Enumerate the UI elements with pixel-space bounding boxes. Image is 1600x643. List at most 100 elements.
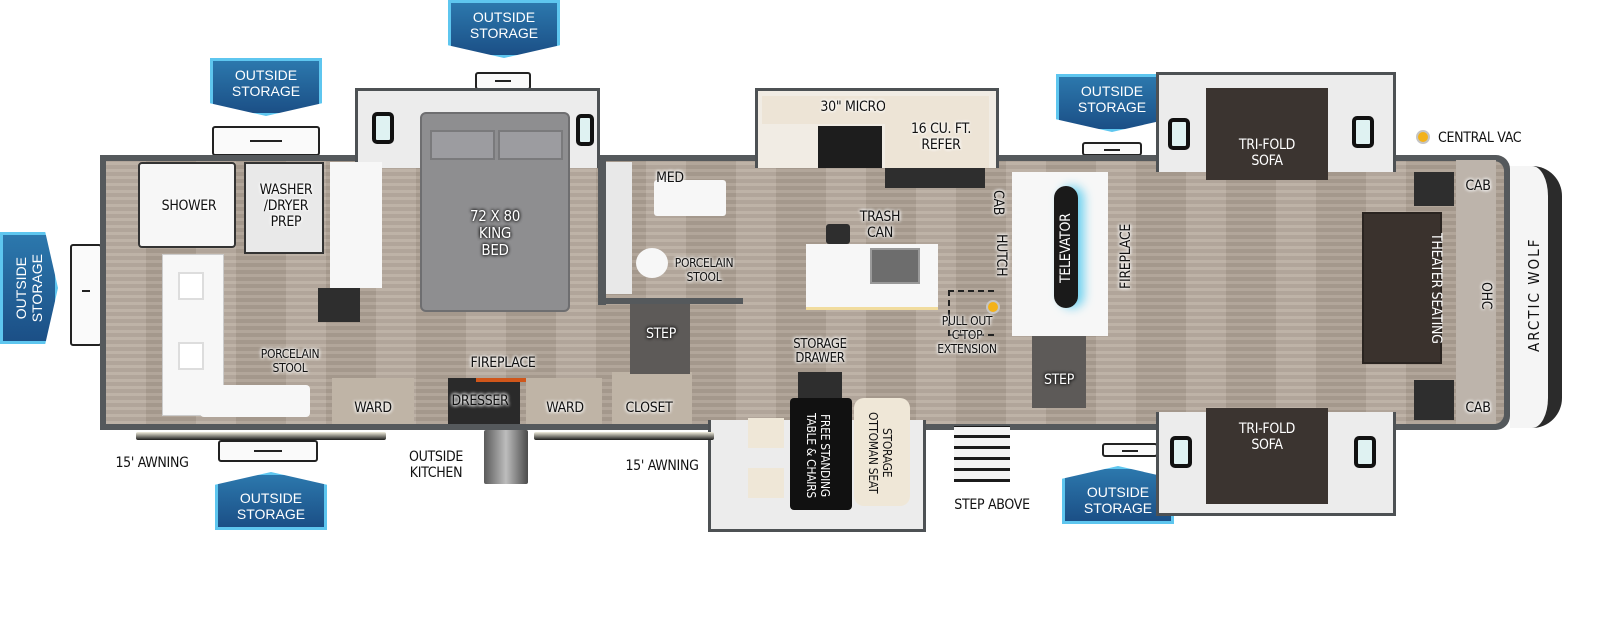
trash-can [826,224,850,244]
tri-fold-sofa-bottom [1206,408,1328,504]
storage-hatch-left [70,244,102,346]
micro-label: 30" MICRO [820,99,886,115]
cab-kitchen-label: CAB [990,190,1006,216]
fireplace-living-label: FIREPLACE [1118,223,1134,289]
outside-storage-badge-top-right: OUTSIDE STORAGE [1056,74,1168,132]
outside-storage-label-left: OUTSIDE STORAGE [13,253,45,323]
step-living [1032,336,1086,408]
storage-drawer-label: STORAGE DRAWER [793,337,847,366]
theater-seating [1362,212,1442,364]
brand-logo: ARCTIC WOLF [1525,237,1543,353]
wardrobe-left [332,378,414,424]
island-sink [870,248,920,284]
cab-bottom-label: CAB [1465,400,1491,416]
washer-dryer-prep [244,162,324,254]
rear-stool-label: PORCELAIN STOOL [260,347,320,375]
med-cabinet-sink [654,180,726,216]
pullout-label: PULL OUT C'TOP EXTENSION [937,314,997,356]
window-sofa-bottom-right [1354,436,1376,468]
step-living-label: STEP [1043,372,1075,388]
entry-steps [954,426,1010,482]
shower [138,162,236,248]
refer-label: 16 CU. FT. REFER [910,121,972,153]
window-sofa-top-left [1168,118,1190,150]
cabinet-bottom [1414,380,1454,420]
televator-label: TELEVATOR [1058,213,1074,283]
outside-storage-badge-bottom-right: OUTSIDE STORAGE [1062,466,1174,524]
window-bedroom-left [372,112,394,144]
pullout-countertop-outline [948,290,994,336]
step-above-label: STEP ABOVE [954,497,1030,513]
ward-right-label: WARD [546,400,584,416]
mid-bath-panel [606,162,632,294]
nightstand-left [318,288,360,322]
pullout-marker-dot [986,300,1000,314]
awning-left-label: 15' AWNING [115,455,189,471]
dresser [448,378,520,424]
storage-hatch-top-right [1082,142,1142,156]
chair-2 [748,468,784,498]
outside-storage-badge-top-left: OUTSIDE STORAGE [210,58,322,116]
closet-label: CLOSET [625,400,673,416]
range-cooktop [818,126,882,168]
ward-left-label: WARD [354,400,392,416]
mid-bath-wall-bottom [598,298,743,304]
mid-stool-label: PORCELAIN STOOL [674,256,734,284]
outside-kitchen-label: OUTSIDE KITCHEN [408,449,464,481]
chair-1 [748,418,784,448]
storage-drawer [798,372,842,398]
microwave-counter [762,96,890,124]
pillow-left [430,130,495,160]
closet [612,372,692,424]
cabinet-top [1414,172,1454,206]
sofa-bottom-label: TRI-FOLD SOFA [1238,421,1296,453]
table-chairs-label: FREE STANDING TABLE & CHAIRS [804,412,832,498]
outside-storage-badge-bottom-left: OUTSIDE STORAGE [215,472,327,530]
toilet-mid [636,248,668,278]
televator-unit [1054,186,1078,308]
fireplace-bedroom-label: FIREPLACE [470,355,536,371]
nose-cap [1510,166,1562,428]
central-vac-label: CENTRAL VAC [1438,130,1522,146]
refrigerator-base [885,168,985,188]
mid-bath-wall [598,160,606,305]
wardrobe-bedside-left [330,162,382,288]
ottoman-label: STORAGE OTTOMAN SEAT [866,412,894,494]
shower-label: SHOWER [161,198,217,214]
awning-right-label: 15' AWNING [625,458,699,474]
sink-icon-1 [178,272,204,300]
washer-dryer-label: WASHER /DRYER PREP [259,182,313,230]
cab-top-label: CAB [1465,178,1491,194]
central-vac-icon [1416,130,1430,144]
window-sofa-bottom-left [1170,436,1192,468]
bed-label: 72 X 80 KING BED [469,207,521,259]
storage-hatch-bottom-right [1102,443,1158,457]
outside-storage-badge-top-center: OUTSIDE STORAGE [448,0,560,58]
window-sofa-top-right [1352,116,1374,148]
outside-storage-badge-left: OUTSIDE STORAGE [0,232,58,344]
ohc-label: OHC [1478,282,1494,310]
sofa-top-label: TRI-FOLD SOFA [1238,137,1296,169]
hutch-label: HUTCH [993,234,1009,277]
dining-table [790,398,852,510]
outside-kitchen-unit [484,430,528,484]
dresser-label: DRESSER [451,393,509,409]
storage-hatch-top-left [212,126,320,156]
step-mid-label: STEP [645,326,677,342]
refrigerator [885,96,989,168]
sink-icon-2 [178,342,204,370]
front-cap-overhead [1456,160,1496,422]
awning-left [136,432,386,440]
window-bedroom-right [576,114,594,146]
fireplace-bedroom [476,378,546,382]
trash-can-label: TRASH CAN [859,209,901,241]
theater-seating-label: THEATER SEATING [1428,232,1444,344]
storage-hatch-bottom-left [218,440,318,462]
awning-right [534,432,714,440]
storage-ottoman [854,398,910,506]
toilet-rear [200,385,310,417]
med-label: MED [656,170,684,186]
tri-fold-sofa-top [1206,88,1328,180]
wardrobe-right [526,378,602,424]
pillow-right [498,130,563,160]
